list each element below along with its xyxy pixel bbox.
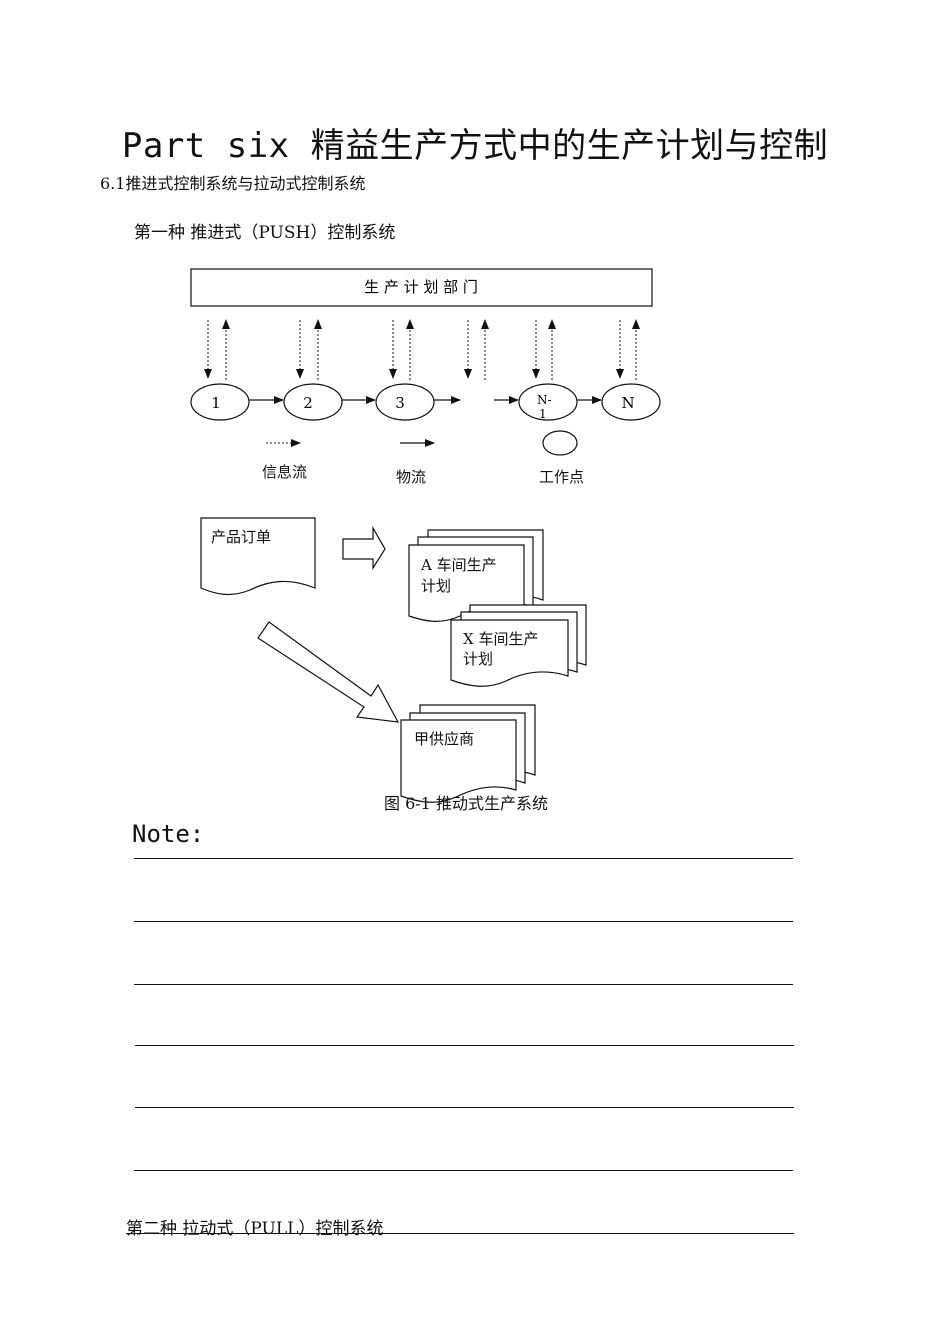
note-line bbox=[135, 1107, 794, 1108]
note-line bbox=[134, 984, 793, 985]
block-arrow-diagonal bbox=[257, 621, 400, 723]
push-system-diagram: 生 产 计 划 部 门 1 2 3 N-1 N bbox=[190, 268, 661, 803]
workshop-a-label-line1: A 车间生产 bbox=[421, 556, 497, 574]
push-system-heading: 第一种 推进式（PUSH）控制系统 bbox=[134, 223, 396, 243]
note-line bbox=[126, 1233, 794, 1234]
note-line bbox=[134, 858, 793, 859]
work-node-3 bbox=[375, 383, 435, 421]
section-heading: 6.1推进式控制系统与拉动式控制系统 bbox=[100, 174, 366, 193]
note-label: Note: bbox=[132, 820, 205, 848]
work-node-n bbox=[601, 383, 661, 421]
legend-info-flow-label: 信息流 bbox=[262, 463, 308, 481]
supplier-label: 甲供应商 bbox=[414, 730, 475, 748]
note-line bbox=[134, 921, 793, 922]
product-order-label: 产品订单 bbox=[211, 528, 272, 546]
legend-work-point-label: 工作点 bbox=[539, 468, 585, 486]
node-label-3: 3 bbox=[395, 394, 405, 412]
supplier-docs bbox=[400, 704, 536, 803]
work-node-2 bbox=[283, 383, 343, 421]
note-line bbox=[134, 1170, 793, 1171]
planning-dept-label: 生 产 计 划 部 门 bbox=[364, 278, 478, 296]
info-flow-arrows bbox=[204, 319, 640, 380]
pull-system-heading: 第二种 拉动式（PULL）控制系统 bbox=[126, 1219, 384, 1239]
legend-work-point bbox=[542, 430, 578, 456]
workshop-a-docs bbox=[408, 529, 544, 622]
workshop-x-docs bbox=[450, 604, 587, 687]
node-label-n-1: N-1 bbox=[537, 393, 552, 421]
product-order-doc bbox=[200, 517, 316, 596]
work-nodes bbox=[190, 383, 661, 421]
block-arrow-right bbox=[342, 525, 386, 571]
page-title: Part six 精益生产方式中的生产计划与控制 bbox=[121, 126, 829, 166]
note-line bbox=[135, 1045, 794, 1046]
legend bbox=[266, 430, 578, 456]
node-label-n: N bbox=[621, 394, 634, 412]
figure-caption: 图 6-1 推动式生产系统 bbox=[384, 794, 548, 813]
node-label-1: 1 bbox=[211, 394, 221, 412]
planning-dept-box bbox=[190, 268, 653, 307]
legend-material-flow-label: 物流 bbox=[396, 468, 427, 486]
work-node-1 bbox=[190, 383, 250, 421]
work-node-n-1 bbox=[518, 383, 578, 421]
workshop-a-label-line2: 计划 bbox=[421, 577, 452, 595]
workshop-x-label-line1: X 车间生产 bbox=[463, 630, 539, 648]
node-label-2: 2 bbox=[303, 394, 313, 412]
workshop-x-label-line2: 计划 bbox=[463, 650, 494, 668]
